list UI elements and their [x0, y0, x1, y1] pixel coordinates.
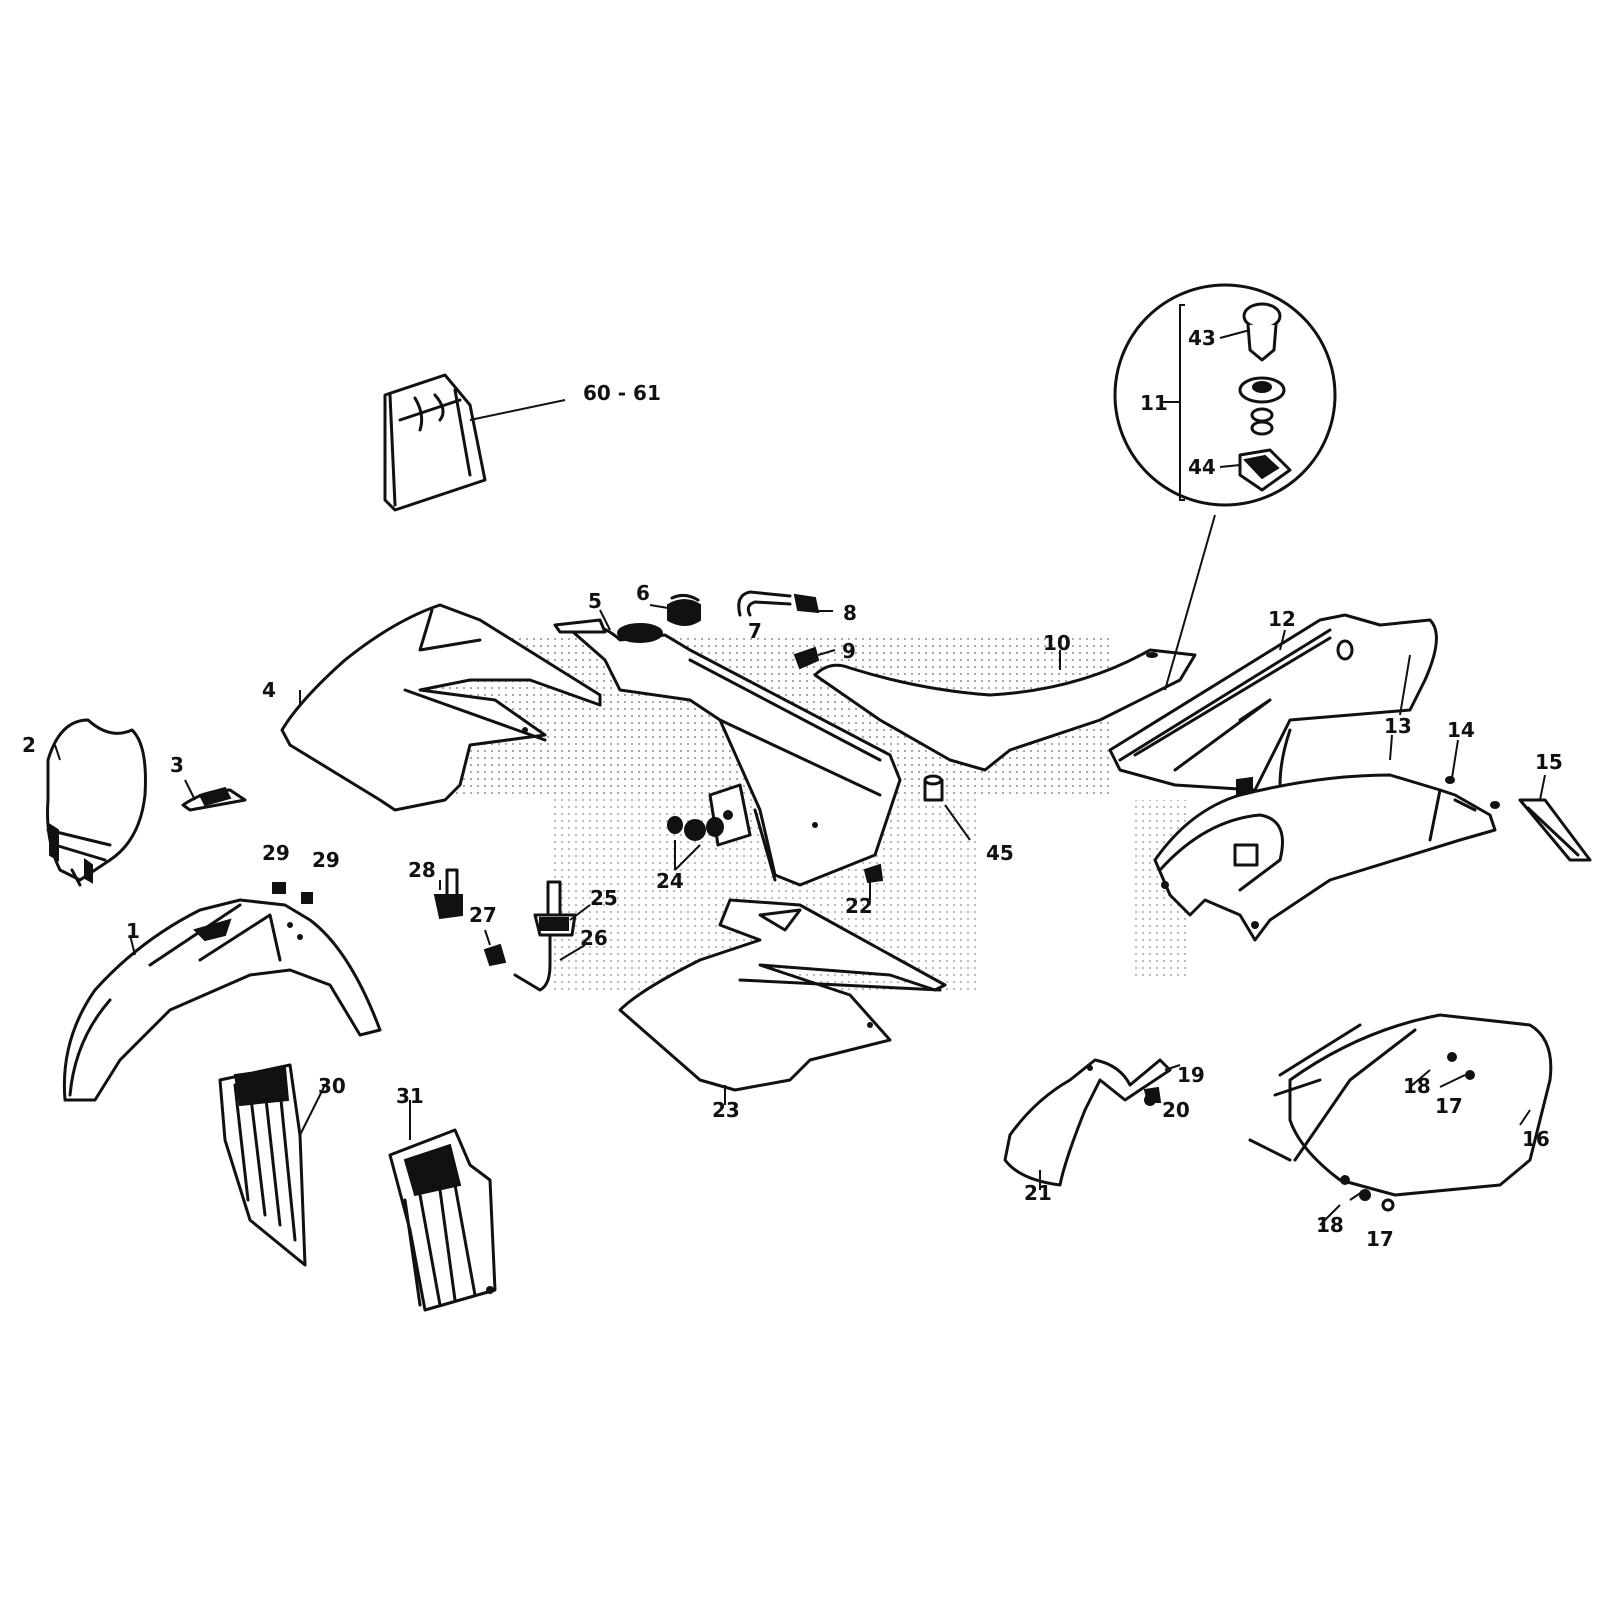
fitting-nut: [793, 646, 820, 670]
left-radiator-shroud: [280, 603, 602, 812]
callout-21: 21: [1024, 1181, 1052, 1205]
callout-60-61: 60 - 61: [583, 381, 661, 405]
left-radiator-guard: [218, 1063, 307, 1267]
fuel-tap-alt: [433, 868, 463, 920]
callout-17-lower: 17: [1366, 1227, 1394, 1251]
callout-19: 19: [1177, 1063, 1205, 1087]
nuts-29: [272, 882, 313, 904]
rear-fender: [1153, 773, 1500, 942]
callout-4: 4: [262, 678, 276, 702]
callout-24: 24: [656, 869, 684, 893]
callout-26: 26: [580, 926, 608, 950]
callout-13: 13: [1384, 714, 1412, 738]
callout-3: 3: [170, 753, 184, 777]
detail-circle-seat-fastener: [1113, 283, 1337, 691]
callout-18-upper: 18: [1403, 1074, 1431, 1098]
callout-2: 2: [22, 733, 36, 757]
fuel-tank: [553, 618, 902, 887]
tank-bolt: [863, 863, 884, 884]
callout-1: 1: [126, 919, 140, 943]
callout-15: 15: [1535, 750, 1563, 774]
callout-11: 11: [1140, 391, 1168, 415]
headlight-strap: [181, 786, 247, 812]
callout-18-lower: 18: [1316, 1213, 1344, 1237]
spacer-45: [923, 774, 944, 802]
left-side-panel: [1108, 613, 1438, 796]
callout-45: 45: [986, 841, 1014, 865]
right-radiator-shroud: [618, 898, 947, 1092]
callout-17-upper: 17: [1435, 1094, 1463, 1118]
leader-lines: [54, 329, 1546, 1226]
front-fender: [62, 898, 382, 1102]
callout-43: 43: [1188, 326, 1216, 350]
callout-29-right: 29: [312, 848, 340, 872]
right-radiator-guard: [388, 1128, 497, 1312]
callout-44: 44: [1188, 455, 1216, 479]
front-number-plate: [46, 718, 147, 887]
right-side-panel: [1248, 1013, 1553, 1212]
mud-flap: [1003, 1058, 1172, 1187]
callout-23: 23: [712, 1098, 740, 1122]
callout-12: 12: [1268, 607, 1296, 631]
callout-30: 30: [318, 1074, 346, 1098]
callout-27: 27: [469, 903, 497, 927]
callout-10: 10: [1043, 631, 1071, 655]
callout-16: 16: [1522, 1127, 1550, 1151]
callout-8: 8: [843, 601, 857, 625]
fuel-cap: [667, 593, 701, 626]
callout-labels: 60 - 61 1 2 3 4 5 6 7 8 9 10 11 12 13 14…: [22, 326, 1563, 1251]
callout-31: 31: [396, 1084, 424, 1108]
parts-bag: [383, 373, 487, 512]
fuel-filter: [483, 943, 507, 967]
callout-28: 28: [408, 858, 436, 882]
callout-7: 7: [748, 619, 762, 643]
callout-20: 20: [1162, 1098, 1190, 1122]
rear-reflector: [1518, 798, 1592, 862]
callout-5: 5: [588, 589, 602, 613]
fuel-tap: [513, 880, 577, 992]
callout-9: 9: [842, 639, 856, 663]
callout-25: 25: [590, 886, 618, 910]
breather-hose: [737, 590, 792, 617]
seat: [813, 648, 1197, 772]
callout-14: 14: [1447, 718, 1475, 742]
one-way-valve: [793, 593, 820, 614]
callout-22: 22: [845, 894, 873, 918]
grommets: [667, 816, 724, 841]
callout-6: 6: [636, 581, 650, 605]
callout-29-left: 29: [262, 841, 290, 865]
